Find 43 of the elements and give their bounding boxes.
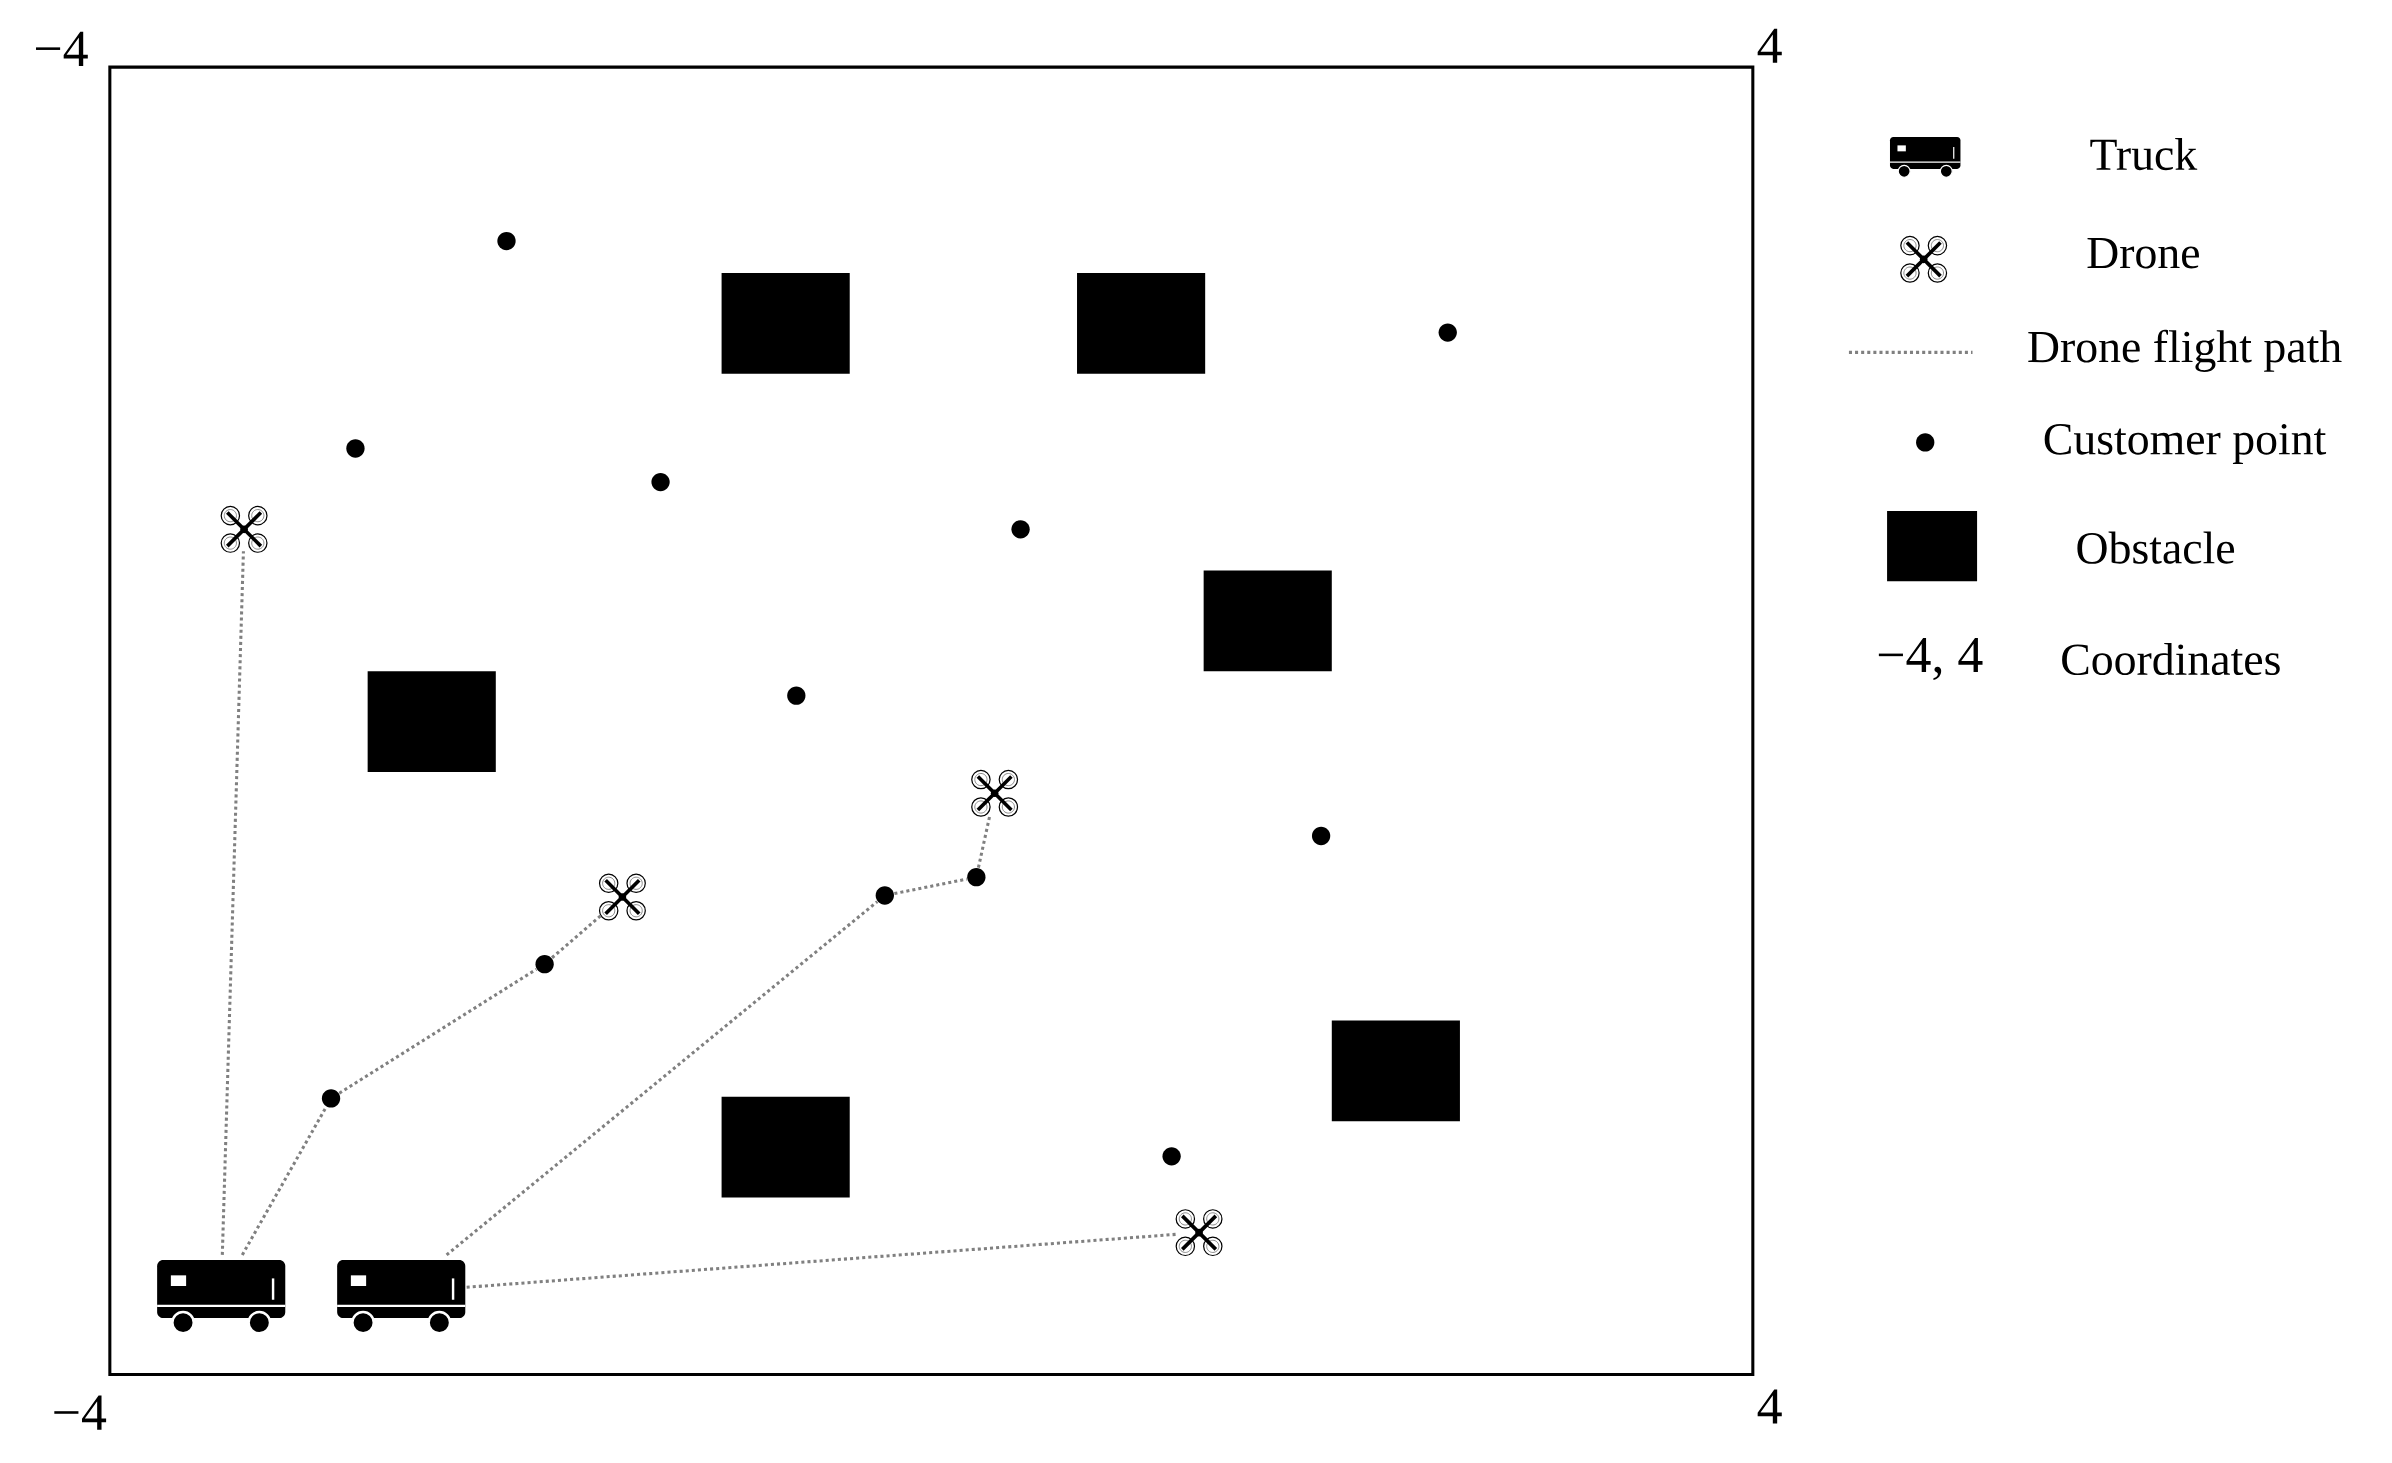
coordinate-label: 4 [1757, 1389, 1782, 1424]
drone-icon [220, 505, 268, 553]
legend-label: Obstacle [2077, 531, 2235, 564]
flight-path [894, 877, 968, 896]
drone-icon [971, 769, 1019, 817]
obstacle [1077, 273, 1206, 374]
flight-path [240, 1106, 328, 1256]
customer-point [497, 231, 516, 251]
customer-point [787, 686, 806, 705]
customer-point [1311, 826, 1331, 846]
customer-point [346, 439, 365, 458]
flight-path [466, 1232, 1178, 1289]
truck-icon [157, 1260, 286, 1335]
flight-path [976, 814, 992, 868]
legend-label: Coordinates [2062, 643, 2280, 676]
coordinate-label: −4 [54, 1395, 107, 1430]
customer-point [1162, 1147, 1181, 1166]
legend-label: Drone [2087, 238, 2199, 269]
obstacle [367, 671, 496, 772]
flight-path [338, 968, 538, 1095]
obstacle [721, 273, 850, 374]
coordinate-label: −4 [36, 31, 88, 66]
flight-path [551, 914, 602, 959]
customer-point [321, 1089, 341, 1108]
coordinate-label: 4 [1757, 28, 1782, 63]
customer-point [967, 868, 986, 887]
drone-icon [598, 873, 646, 921]
customer-point [651, 472, 670, 492]
customer-point [535, 955, 554, 974]
obstacle [1331, 1020, 1460, 1122]
flight-path [445, 900, 879, 1257]
drone-icon [1175, 1209, 1223, 1257]
coordinate-label: −4, 4 [1878, 638, 1983, 681]
legend-label: Truck [2090, 138, 2198, 171]
customer-point [875, 886, 894, 905]
legend-label: Drone flight path [2028, 329, 2342, 372]
flight-path [220, 551, 245, 1255]
legend-label: Customer point [2044, 423, 2327, 464]
customer-point [1011, 520, 1030, 539]
obstacle [1203, 570, 1332, 672]
customer-point [1438, 323, 1457, 342]
truck-icon [337, 1260, 466, 1335]
obstacle [721, 1096, 850, 1198]
